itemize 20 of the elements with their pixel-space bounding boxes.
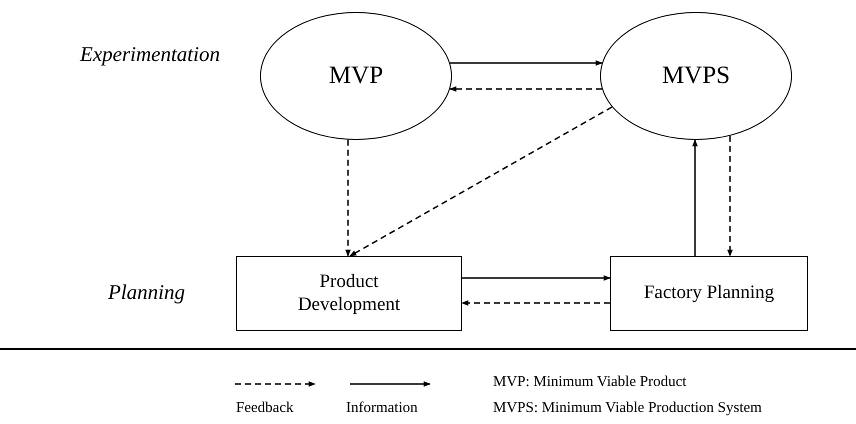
node-label: MVP bbox=[328, 61, 384, 91]
arrow bbox=[450, 60, 603, 66]
node-label: Product Development bbox=[296, 270, 402, 316]
abbreviation-note: MVP: Minimum Viable Product bbox=[493, 374, 686, 391]
legend-label: Feedback bbox=[236, 400, 294, 417]
process-box bbox=[610, 256, 808, 331]
arrow bbox=[345, 140, 351, 257]
row-label: Planning bbox=[108, 280, 185, 305]
arrow bbox=[727, 136, 733, 257]
node-label: Factory Planning bbox=[642, 282, 776, 305]
arrow bbox=[449, 86, 602, 92]
abbreviation-note: MVPS: Minimum Viable Production System bbox=[493, 400, 762, 417]
arrow bbox=[462, 275, 611, 281]
node-label: MVPS bbox=[660, 61, 732, 91]
process-box bbox=[236, 256, 462, 331]
row-label: Experimentation bbox=[80, 42, 220, 67]
arrow bbox=[349, 106, 612, 257]
arrow bbox=[461, 300, 610, 306]
legend-label: Information bbox=[346, 400, 418, 417]
arrow bbox=[692, 139, 698, 256]
